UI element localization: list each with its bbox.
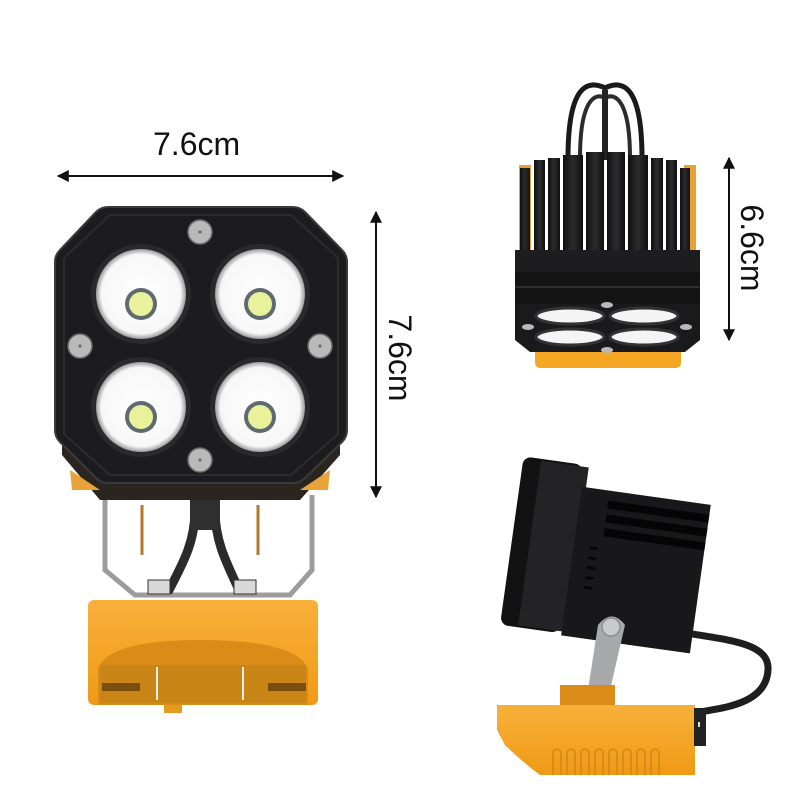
top-view-lenses [522,302,692,353]
screw-right [307,333,333,359]
heat-sink-fins [519,152,696,260]
mounting-bracket [102,495,315,598]
vent-slots [583,546,598,590]
led-lens-bottom-left [91,357,191,457]
screw-top [187,219,213,245]
led-lens-top-left [91,244,191,344]
screw-bottom [187,447,213,473]
led-lens-bottom-right [210,357,310,457]
battery-adapter-base [88,600,318,713]
grip-ridges [552,748,660,775]
side-view [497,457,772,775]
top-view-height-label: 6.6cm [734,204,770,292]
led-lens-top-right [210,244,310,344]
pivot-knob [601,617,621,637]
screw-left [67,333,93,359]
power-cable [669,626,772,716]
side-battery-adapter-base [497,705,706,775]
front-view [54,206,348,713]
width-dimension-label: 7.6cm [153,126,241,162]
light-housing-face [54,206,348,484]
top-view [515,82,700,368]
cable-handle [565,82,645,159]
height-dimension-label: 7.6cm [382,314,418,402]
